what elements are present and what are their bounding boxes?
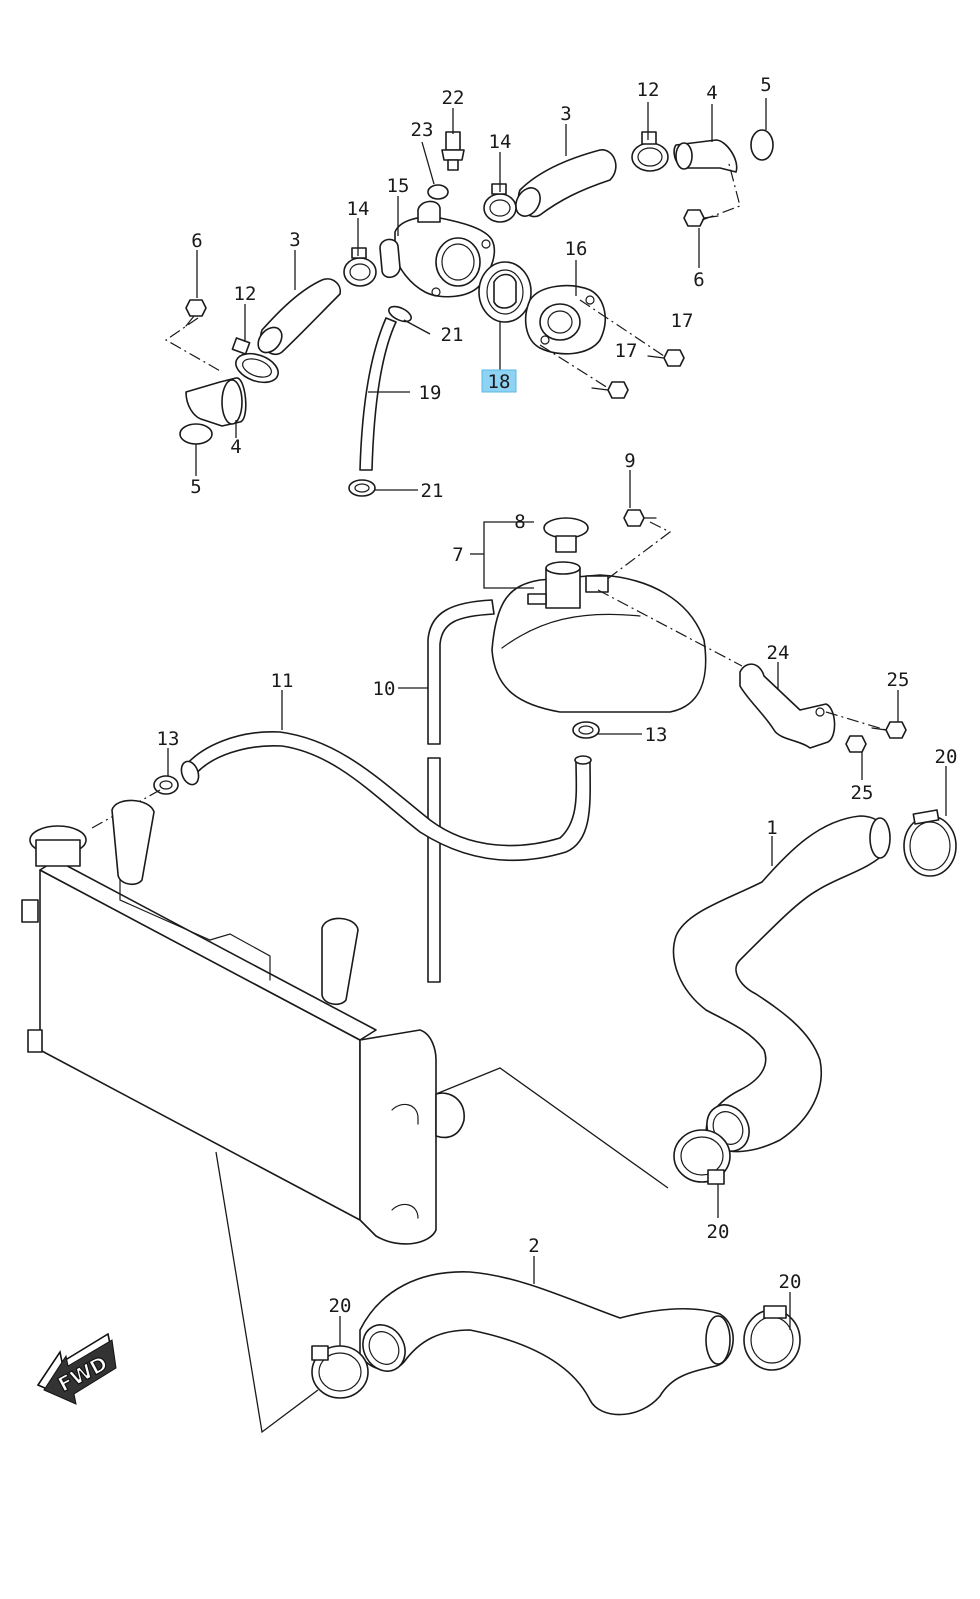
bolt-6-right[interactable] bbox=[683, 209, 719, 227]
callout-6-left: 6 bbox=[191, 230, 202, 252]
callout-15: 15 bbox=[387, 175, 410, 197]
callout-7: 7 bbox=[452, 544, 463, 566]
bolt-25-lower[interactable] bbox=[845, 735, 867, 753]
callout-25-right: 25 bbox=[887, 669, 910, 691]
callout-16: 16 bbox=[565, 238, 588, 260]
callout-21-upper: 21 bbox=[441, 324, 464, 346]
callout-4-left: 4 bbox=[230, 436, 241, 458]
callout-17-upper: 17 bbox=[671, 310, 694, 332]
callout-18-highlight bbox=[481, 369, 517, 393]
callout-20-lower-left: 20 bbox=[329, 1295, 352, 1317]
hose-fitting-4-left[interactable] bbox=[185, 377, 247, 427]
callout-20-middle: 20 bbox=[707, 1221, 730, 1243]
callout-14-left: 14 bbox=[347, 198, 370, 220]
callout-20-lower-right: 20 bbox=[779, 1271, 802, 1293]
thermostat-18[interactable] bbox=[478, 261, 532, 323]
callout-11: 11 bbox=[271, 670, 294, 692]
callout-19: 19 bbox=[419, 382, 442, 404]
radiator-hose-3-right[interactable] bbox=[511, 149, 617, 221]
callout-23: 23 bbox=[411, 119, 434, 141]
callout-3-right: 3 bbox=[560, 103, 571, 125]
hose-clamp-12-right[interactable] bbox=[631, 131, 669, 172]
bolt-17-upper[interactable] bbox=[647, 349, 685, 367]
bypass-hose-19[interactable] bbox=[359, 317, 397, 471]
callout-18[interactable]: 18 bbox=[488, 371, 511, 393]
callout-6-right: 6 bbox=[693, 269, 704, 291]
radiator[interactable] bbox=[21, 799, 465, 1245]
hose-clamp-21-upper[interactable] bbox=[387, 303, 414, 324]
callout-13-right: 13 bbox=[645, 724, 668, 746]
callout-17-lower: 17 bbox=[615, 340, 638, 362]
coolant-reservoir-7[interactable] bbox=[491, 561, 707, 713]
o-ring-23[interactable] bbox=[427, 184, 449, 200]
hose-clamp-21-lower[interactable] bbox=[348, 479, 376, 497]
callout-4-right: 4 bbox=[706, 82, 717, 104]
hose-clamp-14-right[interactable] bbox=[483, 183, 517, 223]
callout-22: 22 bbox=[442, 87, 465, 109]
o-ring-5-right[interactable] bbox=[750, 129, 774, 161]
callout-1: 1 bbox=[766, 817, 777, 839]
callout-8: 8 bbox=[514, 511, 525, 533]
bolt-25-right[interactable] bbox=[871, 721, 907, 739]
hose-clamp-20-middle[interactable] bbox=[673, 1129, 731, 1185]
hose-clamp-20-lower-left[interactable] bbox=[311, 1345, 369, 1399]
callout-21-lower: 21 bbox=[421, 480, 444, 502]
callout-2: 2 bbox=[528, 1235, 539, 1257]
radiator-hose-1[interactable] bbox=[672, 815, 891, 1159]
hose-clamp-13-left[interactable] bbox=[153, 775, 179, 795]
callout-13-left: 13 bbox=[157, 728, 180, 750]
callout-3-left: 3 bbox=[289, 229, 300, 251]
bolt-9[interactable] bbox=[623, 509, 657, 527]
callout-25-lower: 25 bbox=[851, 782, 874, 804]
callout-10: 10 bbox=[373, 678, 396, 700]
callout-14-right: 14 bbox=[489, 131, 512, 153]
thermostat-cover-16[interactable] bbox=[524, 284, 606, 355]
hose-clamp-14-left[interactable] bbox=[343, 247, 377, 287]
callout-20-top-right: 20 bbox=[935, 746, 958, 768]
bolt-17-lower[interactable] bbox=[591, 381, 629, 399]
radiator-hose-2[interactable] bbox=[355, 1271, 734, 1416]
reservoir-hose-10[interactable] bbox=[427, 599, 495, 983]
reservoir-bracket-24[interactable] bbox=[739, 663, 836, 749]
hose-clamp-20-lower-right[interactable] bbox=[743, 1305, 801, 1371]
callout-5-right: 5 bbox=[760, 74, 771, 96]
hose-fitting-4-right[interactable] bbox=[673, 139, 738, 173]
callout-9: 9 bbox=[624, 450, 635, 472]
overflow-hose-11[interactable] bbox=[178, 731, 592, 862]
radiator-hose-3-left[interactable] bbox=[253, 278, 342, 357]
hose-clamp-20-top-right[interactable] bbox=[903, 809, 957, 877]
bolt-6-left[interactable] bbox=[185, 299, 207, 327]
o-ring-5-left[interactable] bbox=[179, 423, 213, 445]
hose-clamp-13-right[interactable] bbox=[572, 721, 600, 739]
reservoir-cap-8[interactable] bbox=[543, 517, 589, 553]
temperature-sensor-22[interactable] bbox=[441, 131, 465, 171]
callout-24: 24 bbox=[767, 642, 790, 664]
callout-5-left: 5 bbox=[190, 476, 201, 498]
callout-12-left: 12 bbox=[234, 283, 257, 305]
callout-12-right: 12 bbox=[637, 79, 660, 101]
forward-direction-arrow: FWD bbox=[36, 1332, 117, 1405]
thermostat-housing-15[interactable] bbox=[379, 200, 496, 298]
